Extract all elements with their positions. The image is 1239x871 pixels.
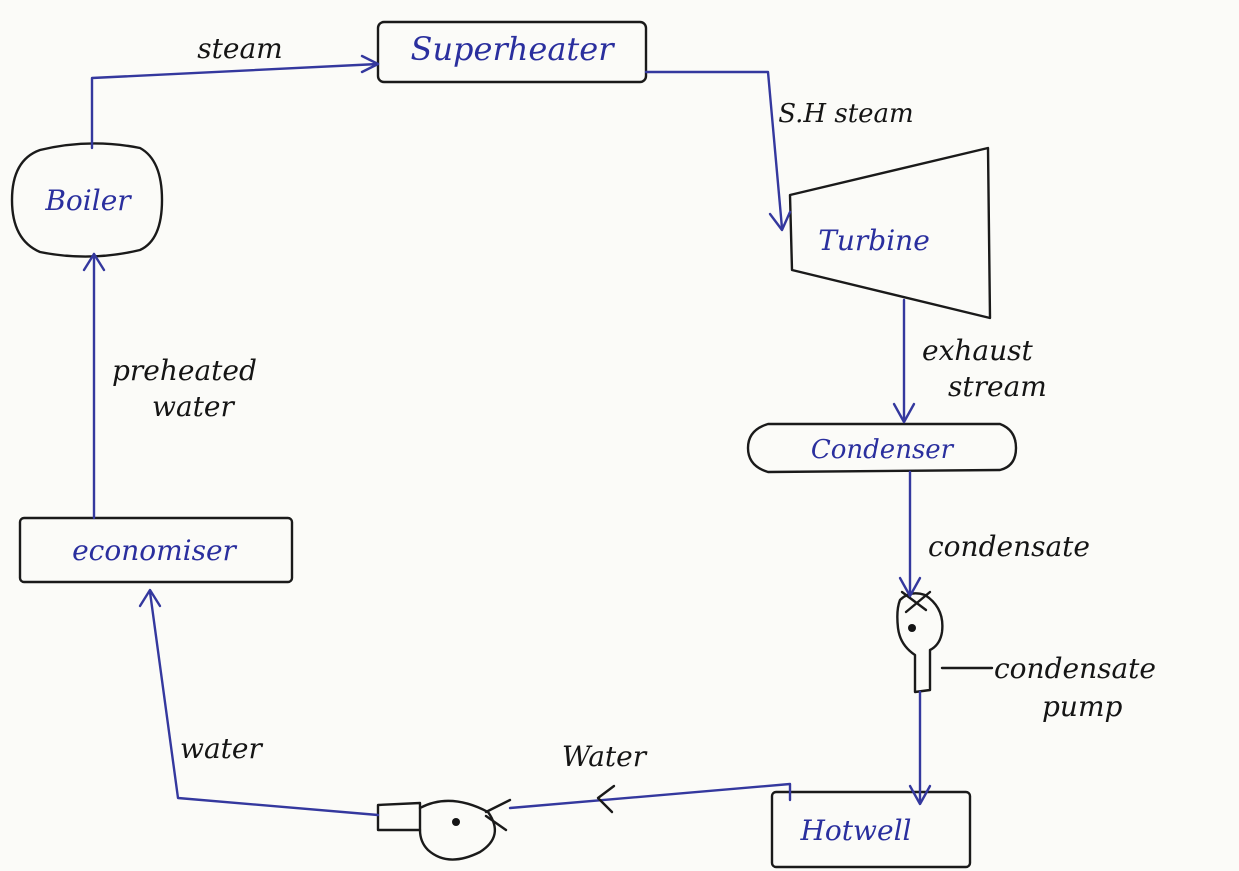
sh-steam-arrowhead-icon	[768, 210, 792, 232]
boiler-label: Boiler	[44, 184, 132, 217]
preheated-water-label: water	[152, 390, 235, 423]
feed-pump-icon	[376, 798, 512, 861]
economiser-label: economiser	[72, 534, 237, 567]
condensate-pump-label: condensate	[994, 652, 1156, 685]
sh-steam-label: S.H steam	[778, 99, 913, 129]
water-return-line	[508, 782, 792, 810]
turbine-shape	[788, 146, 992, 320]
water-to-economiser-label: water	[180, 732, 263, 765]
steam-line	[90, 62, 380, 150]
condenser-label: Condenser	[811, 435, 955, 465]
exhaust-stream-label: stream	[948, 370, 1047, 403]
exhaust-arrowhead-icon	[892, 402, 916, 424]
condensate-pump-icon	[896, 590, 944, 694]
preheated-label: preheated	[112, 354, 257, 387]
hotwell-box	[770, 790, 972, 869]
steam-arrowhead-icon	[360, 54, 380, 74]
condensate-arrowhead-icon	[898, 576, 922, 598]
hotwell-arrowhead-icon	[908, 784, 932, 806]
boiler-box	[10, 142, 164, 258]
exhaust-label: exhaust	[922, 334, 1033, 367]
sh-steam-line	[644, 70, 784, 230]
water-label: Water	[562, 740, 648, 773]
water-to-economiser-line	[148, 590, 380, 817]
turbine-label: Turbine	[818, 224, 930, 257]
economiser-box	[18, 516, 294, 584]
condensate-pump-label-2: pump	[1042, 690, 1123, 723]
steam-label: steam	[197, 32, 282, 65]
economiser-arrowhead-icon	[138, 588, 162, 608]
superheater-box	[376, 20, 648, 84]
boiler-arrowhead-icon	[82, 252, 106, 272]
condenser-box	[746, 422, 1018, 474]
hotwell-label: Hotwell	[800, 814, 912, 847]
water-arrowhead-icon	[596, 784, 616, 814]
condensate-label: condensate	[928, 530, 1090, 563]
superheater-label: Superheater	[411, 30, 616, 68]
